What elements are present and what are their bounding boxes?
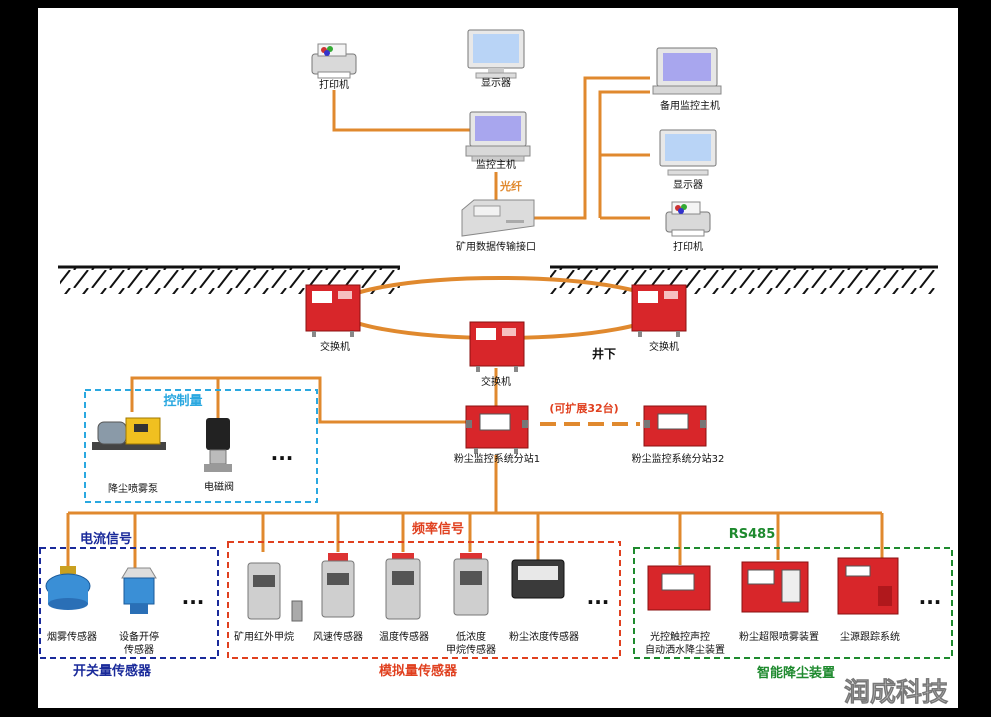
control-item-0: 降尘喷雾泵 — [108, 482, 158, 495]
smoke-sensor-icon — [45, 566, 91, 610]
switch-right-icon — [631, 284, 687, 337]
rs485-footer: 智能降尘装置 — [757, 665, 835, 681]
control-ellipsis: ... — [271, 441, 294, 465]
frequency-title: 频率信号 — [412, 521, 464, 537]
current-item-1-line1: 设备开停 — [119, 630, 159, 643]
monitor-top-icon — [467, 29, 525, 79]
rs485-title: RS485 — [729, 527, 776, 542]
frequency-item-0: 矿用红外甲烷 — [234, 630, 294, 643]
auto-sprinkle-device-icon — [647, 565, 711, 611]
rs485-ellipsis: ... — [919, 585, 942, 609]
frequency-item-4: 粉尘浓度传感器 — [509, 630, 579, 643]
low-methane-sensor-icon — [453, 553, 489, 616]
switch-center-label: 交换机 — [481, 375, 511, 388]
control-box — [84, 389, 318, 503]
current-ellipsis: ... — [182, 585, 205, 609]
switch-left-label: 交换机 — [320, 340, 350, 353]
current-box — [39, 547, 219, 659]
dust-concentration-sensor-icon — [511, 559, 565, 599]
switch-left-icon — [305, 284, 361, 337]
control-item-1: 电磁阀 — [204, 480, 234, 493]
station1-label: 粉尘监控系统分站1 — [454, 452, 540, 465]
rs485-item-1: 粉尘超限喷雾装置 — [739, 630, 819, 643]
frequency-item-3-line2: 甲烷传感器 — [446, 643, 496, 656]
expand-label: (可扩展32台) — [549, 401, 618, 415]
printer-right-label: 打印机 — [673, 240, 703, 253]
monitor-right-label: 显示器 — [673, 179, 703, 191]
fiber-label: 光纤 — [499, 179, 522, 193]
rs485-item-0-line1: 光控触控声控 — [650, 630, 710, 643]
current-title: 电流信号 — [80, 531, 132, 547]
rs485-item-2: 尘源跟踪系统 — [840, 630, 900, 643]
rs485-item-0-line2: 自动洒水降尘装置 — [645, 643, 725, 656]
underground-label: 井下 — [592, 346, 616, 361]
station32-label: 粉尘监控系统分站32 — [632, 452, 725, 465]
main-host-icon — [465, 111, 531, 162]
watermark: 润成科技 — [844, 677, 948, 708]
spray-pump-icon — [92, 417, 166, 450]
current-item-1-line2: 传感器 — [124, 643, 154, 656]
frequency-box — [227, 541, 621, 659]
printer-left — [311, 43, 357, 79]
solenoid-valve-icon — [204, 418, 232, 472]
control-title: 控制量 — [163, 393, 202, 409]
ground-line — [58, 265, 938, 294]
dust-source-tracking-icon — [837, 557, 899, 615]
switch-right-label: 交换机 — [649, 340, 679, 353]
station1-icon — [465, 405, 529, 454]
backup-host-icon — [652, 47, 722, 95]
temperature-sensor-icon — [385, 553, 421, 620]
station32-icon — [643, 405, 707, 447]
switch-center-icon — [469, 321, 525, 372]
frequency-item-3-line1: 低浓度 — [456, 630, 486, 643]
monitor-right-icon — [659, 129, 717, 176]
on-off-sensor-icon — [121, 567, 157, 614]
current-footer: 开关量传感器 — [73, 663, 152, 679]
current-item-0: 烟雾传感器 — [47, 630, 97, 643]
frequency-item-1: 风速传感器 — [313, 630, 363, 643]
wind-speed-sensor-icon — [321, 553, 355, 618]
interface-label: 矿用数据传输接口 — [456, 240, 536, 253]
data-interface-icon — [461, 199, 535, 237]
rs485-box — [633, 547, 953, 659]
backup-host-label: 备用监控主机 — [660, 99, 720, 112]
printer-right — [665, 201, 711, 237]
frequency-item-2: 温度传感器 — [379, 630, 429, 643]
main-host-label: 监控主机 — [476, 158, 516, 171]
frequency-ellipsis: ... — [587, 585, 610, 609]
monitor-top-label: 显示器 — [481, 77, 511, 89]
over-limit-spray-device-icon — [741, 561, 809, 613]
infrared-methane-icon — [247, 562, 303, 622]
frequency-footer: 模拟量传感器 — [379, 663, 458, 679]
printer-left-label: 打印机 — [319, 78, 349, 91]
